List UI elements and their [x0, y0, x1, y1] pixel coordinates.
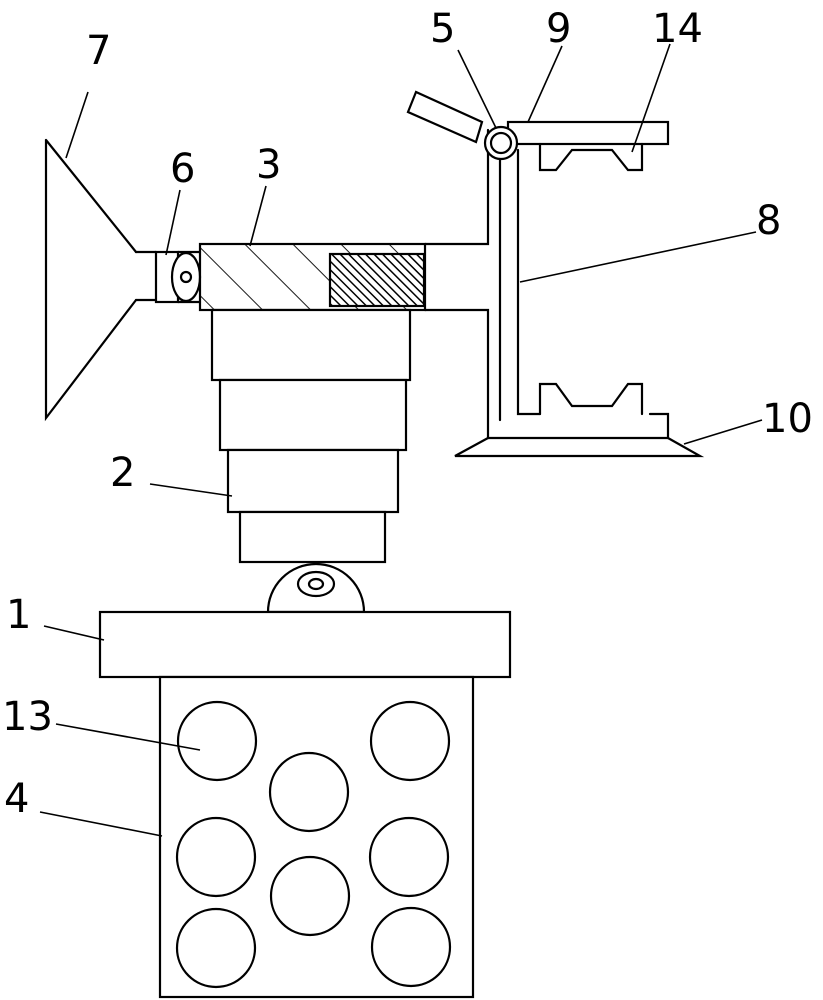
- part-7-funnel: [44, 138, 158, 422]
- part-2-column: [210, 308, 412, 564]
- label-10: 10: [762, 396, 813, 442]
- part-6-joint: [154, 250, 202, 304]
- hole: [369, 700, 451, 782]
- label-8: 8: [756, 198, 781, 244]
- label-2: 2: [110, 450, 135, 496]
- label-3: 3: [256, 142, 281, 188]
- pivot-joint: [266, 562, 366, 614]
- label-14: 14: [652, 6, 703, 52]
- part-3-housing: [198, 128, 490, 440]
- leader-lines: [39, 43, 763, 837]
- label-4: 4: [4, 776, 29, 822]
- hole: [268, 751, 350, 833]
- part-4-base: [158, 675, 475, 999]
- hole-13: [176, 700, 258, 782]
- hole: [175, 907, 257, 989]
- part-8-rod: [498, 138, 542, 422]
- part-1-platform: [98, 610, 512, 679]
- label-1: 1: [6, 592, 31, 638]
- hole: [269, 855, 351, 937]
- part-10-bottom-plate: [454, 382, 705, 458]
- label-13: 13: [2, 694, 53, 740]
- number-labels: 7 6 3 5 9 14 8 10 2 1 13 4: [2, 6, 813, 822]
- part-5-hinge: [406, 90, 519, 161]
- label-6: 6: [170, 146, 195, 192]
- part-14-clamp: [538, 142, 644, 172]
- hole: [370, 906, 452, 988]
- part-9-top-arm: [506, 120, 670, 172]
- hole: [368, 816, 450, 898]
- label-9: 9: [546, 6, 571, 52]
- label-5: 5: [430, 6, 455, 52]
- label-7: 7: [86, 28, 111, 74]
- hole: [175, 816, 257, 898]
